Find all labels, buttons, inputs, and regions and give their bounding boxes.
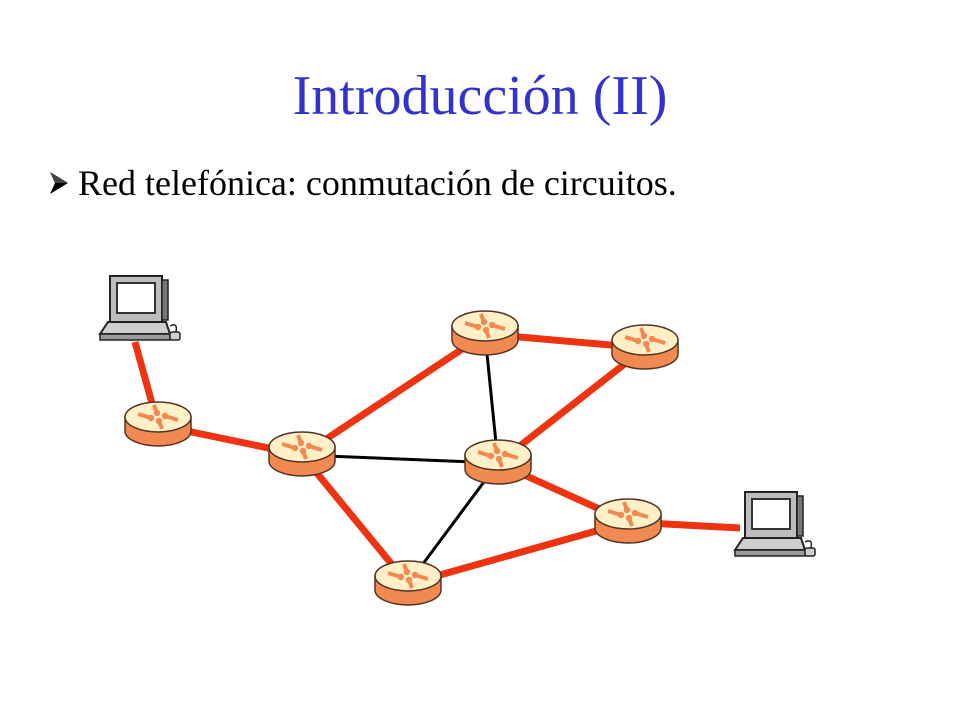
router-icon xyxy=(268,431,336,477)
computer-icon xyxy=(733,491,816,557)
bullet-text: Red telefónica: conmutación de circuitos… xyxy=(78,163,677,203)
router-icon xyxy=(451,310,519,356)
circuit-link-r4-r5 xyxy=(495,345,648,466)
circuit-link-r7-r6 xyxy=(407,518,629,588)
router-icon xyxy=(374,560,442,606)
router-icon xyxy=(464,439,532,485)
arrowhead-bullet-icon xyxy=(50,172,68,194)
router-icon xyxy=(594,498,662,544)
computer-icon xyxy=(98,275,181,341)
router-icon xyxy=(611,324,679,370)
circuit-link-r2-r7 xyxy=(299,452,411,587)
bullet-item: Red telefónica: conmutación de circuitos… xyxy=(48,161,677,205)
circuit-link-r2-r3 xyxy=(300,331,487,458)
slide-title: Introducción (II) xyxy=(292,65,668,127)
router-icon xyxy=(124,401,192,447)
